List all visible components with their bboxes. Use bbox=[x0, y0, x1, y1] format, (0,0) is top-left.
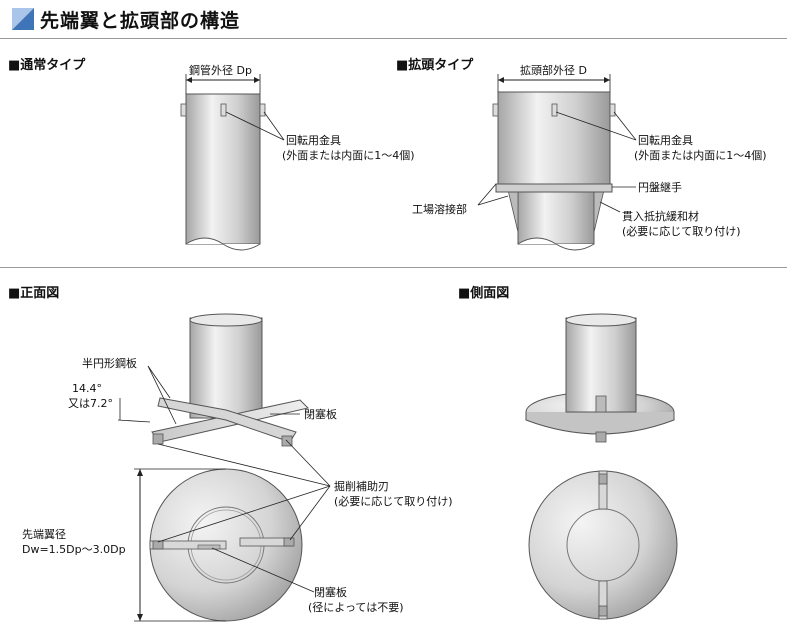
normal-type-pipe bbox=[180, 74, 285, 251]
page-title: 先端翼と拡頭部の構造 bbox=[40, 9, 241, 32]
title-divider bbox=[0, 38, 787, 39]
section-divider bbox=[0, 267, 787, 268]
side-view-plan bbox=[528, 470, 678, 620]
label-angle-2: 又は7.2° bbox=[68, 397, 113, 410]
label-disc-joint: 円盤継手 bbox=[638, 181, 682, 194]
section-side-view: ■側面図 bbox=[458, 286, 510, 301]
label-wing-diameter-value: Dw=1.5Dp～3.0Dp bbox=[22, 543, 126, 556]
front-view-plan bbox=[134, 439, 331, 622]
expanded-type-pipe bbox=[477, 74, 637, 251]
label-head-diameter: 拡頭部外径 D bbox=[520, 64, 587, 77]
label-rotation-fitting-2-note: (外面または内面に1～4個) bbox=[634, 149, 767, 162]
section-front-view: ■正面図 bbox=[8, 286, 60, 301]
side-view-elevation bbox=[525, 313, 675, 443]
label-closing-plate-2-note: (径によっては不要) bbox=[308, 601, 404, 614]
section-expanded-type: ■拡頭タイプ bbox=[396, 58, 474, 73]
label-penetration-note: (必要に応じて取り付け) bbox=[622, 225, 741, 238]
label-angle-1: 14.4° bbox=[72, 382, 102, 395]
label-field-weld: 工場溶接部 bbox=[412, 203, 467, 216]
label-rotation-fitting-2: 回転用金具 bbox=[638, 134, 693, 147]
label-closing-plate-1: 閉塞板 bbox=[304, 408, 337, 421]
label-half-circle-plate: 半円形鋼板 bbox=[82, 357, 137, 370]
label-cutting-blade-note: (必要に応じて取り付け) bbox=[334, 495, 453, 508]
front-view-elevation bbox=[117, 313, 309, 447]
label-cutting-blade: 掘削補助刃 bbox=[334, 480, 389, 493]
label-wing-diameter: 先端翼径 bbox=[22, 528, 66, 541]
label-penetration-material: 貫入抵抗緩和材 bbox=[622, 210, 699, 223]
blue-triangle-square-icon bbox=[12, 8, 34, 30]
label-pipe-diameter: 鋼管外径 Dp bbox=[189, 64, 252, 77]
label-rotation-fitting-1: 回転用金具 bbox=[286, 134, 341, 147]
section-normal-type: ■通常タイプ bbox=[8, 58, 86, 73]
label-rotation-fitting-1-note: (外面または内面に1～4個) bbox=[282, 149, 415, 162]
label-closing-plate-2: 閉塞板 bbox=[314, 586, 347, 599]
page-title-block: 先端翼と拡頭部の構造 bbox=[12, 4, 240, 34]
